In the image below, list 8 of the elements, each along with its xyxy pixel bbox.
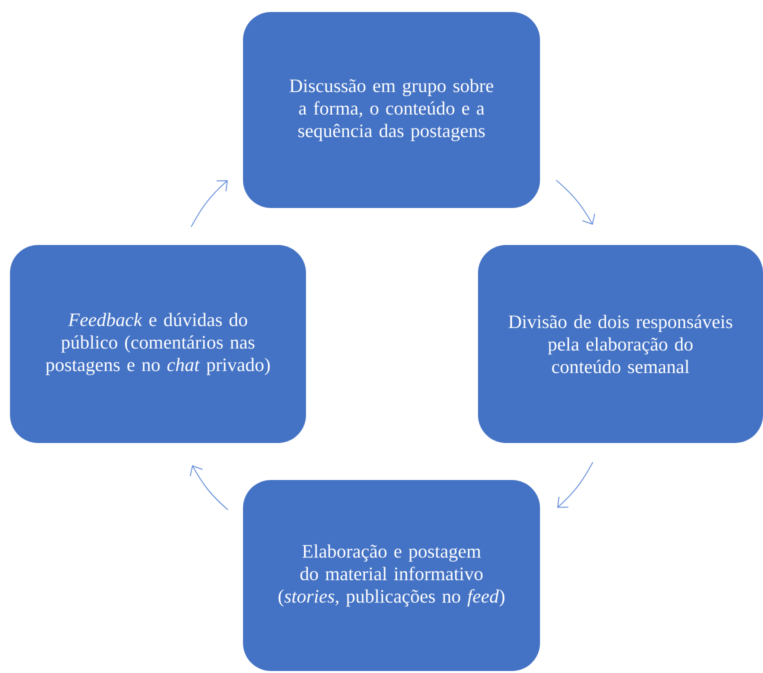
process-box: Divisão de dois responsáveis pela elaboração do conteúdo semanal <box>478 245 763 443</box>
process-box: Discussão em grupo sobre a forma, o conteúdo e a sequência das postagens <box>243 12 540 208</box>
process-box: Feedback e dúvidas do público (comentários nas postagens e no chat privado) <box>10 245 306 443</box>
arrow <box>190 465 228 510</box>
process-box: Elaboração e postagem do material informativo (stories, publicações no feed) <box>243 480 540 671</box>
arrow <box>556 180 596 225</box>
arrow <box>190 180 228 228</box>
arrow <box>557 462 594 508</box>
